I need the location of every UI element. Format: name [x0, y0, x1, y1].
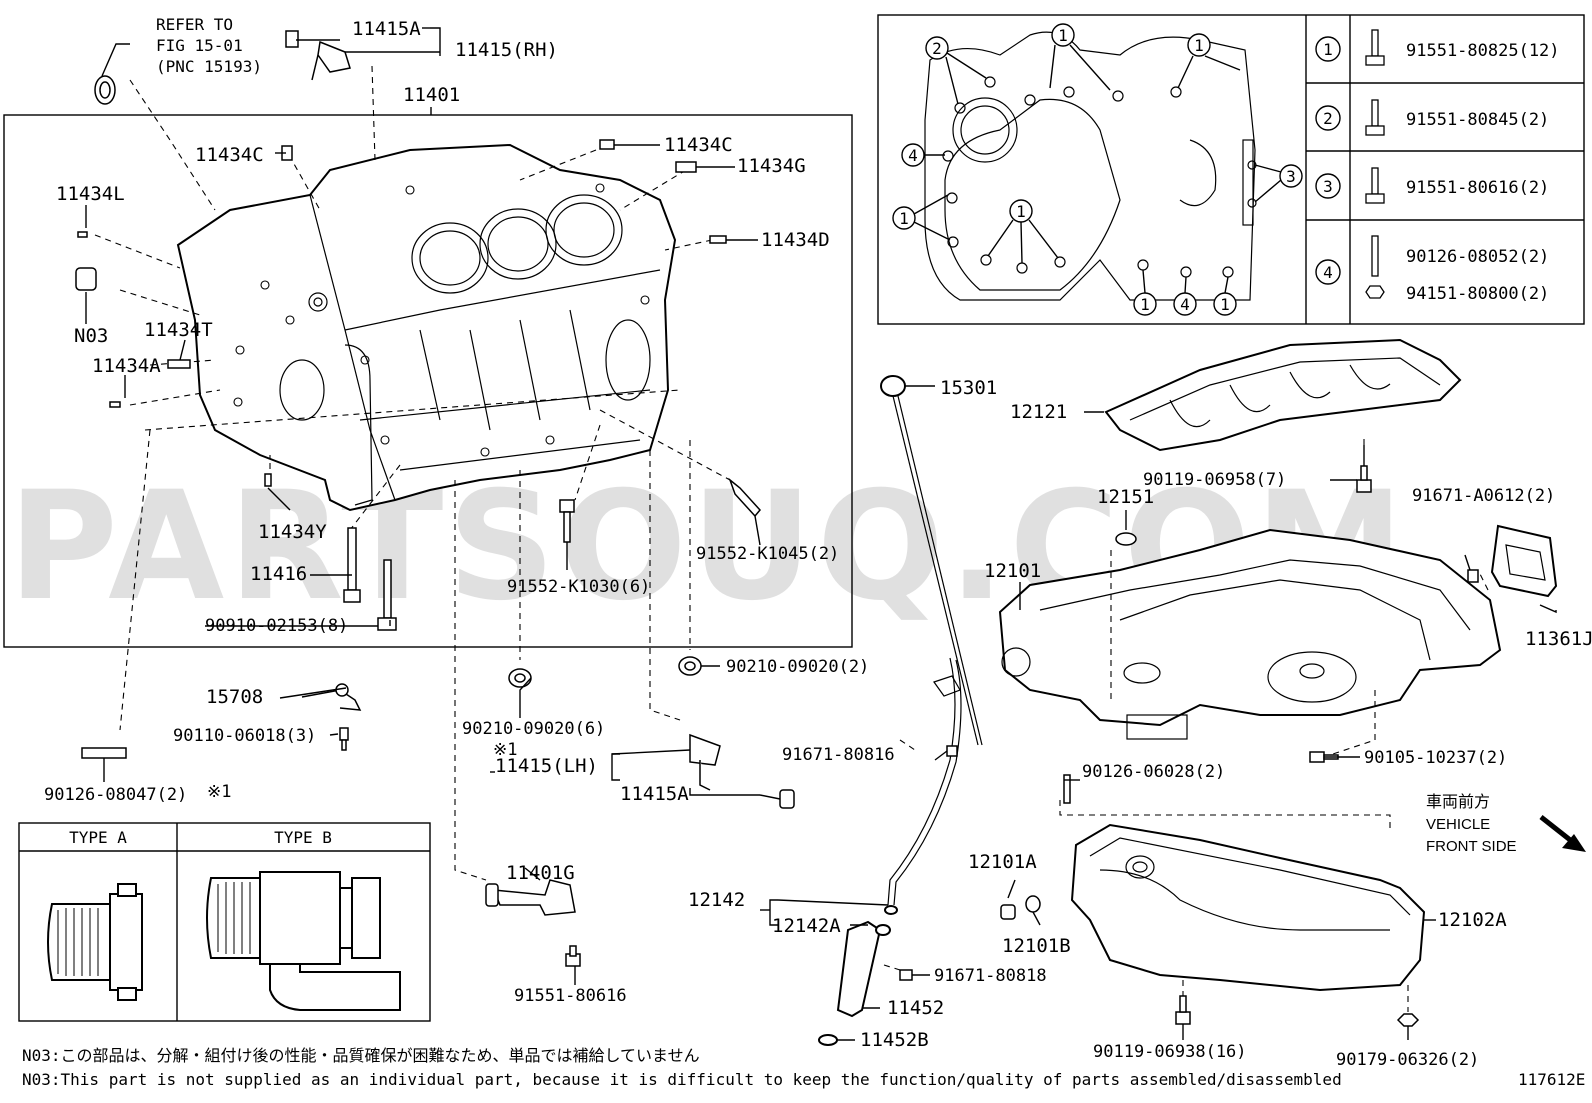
oil-baffle-12121: [1104, 338, 1462, 452]
svg-text:1: 1: [1220, 295, 1230, 314]
svg-text:1: 1: [1140, 295, 1150, 314]
bolt-layout-inset: 1 1 2 4 3 1 1 1 4 1 1 2: [877, 14, 1585, 325]
label-11434C-right: 11434C: [664, 134, 733, 156]
label-12121: 12121: [1010, 401, 1067, 423]
label-11416: 11416: [250, 563, 307, 585]
label-12142A: 12142A: [772, 915, 841, 937]
refer-to-line3: (PNC 15193): [156, 57, 262, 76]
label-91671-A0612: 91671-A0612(2): [1412, 486, 1555, 506]
label-11415-lh: 11415(LH): [495, 755, 598, 777]
svg-text:車両前方: 車両前方: [1426, 792, 1490, 811]
legend-part-4b: 94151-80800(2): [1406, 284, 1549, 304]
label-91552-K1045: 91552-K1045(2): [696, 544, 839, 564]
plate-11361J: [1490, 524, 1558, 598]
note-mark-2: ※1: [207, 782, 231, 802]
label-11361J: 11361J: [1525, 628, 1592, 650]
svg-text:4: 4: [1180, 295, 1190, 314]
note-en: N03:This part is not supplied as an indi…: [22, 1070, 1342, 1089]
label-11452: 11452: [887, 997, 944, 1019]
svg-text:4: 4: [908, 146, 918, 165]
label-11415A-top: 11415A: [352, 18, 421, 40]
svg-text:VEHICLE: VEHICLE: [1426, 816, 1490, 833]
label-12101: 12101: [984, 560, 1041, 582]
label-11434T: 11434T: [144, 319, 213, 341]
legend-part-3: 91551-80616(2): [1406, 178, 1549, 198]
label-90119-06938: 90119-06938(16): [1093, 1042, 1247, 1062]
label-91671-80816: 91671-80816: [782, 745, 895, 765]
label-12101A: 12101A: [968, 851, 1037, 873]
label-12102A: 12102A: [1438, 909, 1507, 931]
label-11415-rh: 11415(RH): [455, 39, 558, 61]
label-11434C-left: 11434C: [195, 144, 264, 166]
label-90126-08047: 90126-08047(2): [44, 785, 187, 805]
label-90105: 90105-10237(2): [1364, 748, 1507, 768]
legend-num-1: 1: [1323, 40, 1333, 59]
guide-11452: [836, 920, 882, 1018]
legend-num-4: 4: [1323, 263, 1333, 282]
label-90110: 90110-06018(3): [173, 726, 316, 746]
label-90210-left: 90210-09020(6): [462, 719, 605, 739]
legend-part-1: 91551-80825(12): [1406, 41, 1560, 61]
label-N03: N03: [74, 325, 108, 347]
note-mark-1: ※1: [493, 740, 517, 760]
refer-to-line2: FIG 15-01: [156, 36, 243, 55]
label-12142: 12142: [688, 889, 745, 911]
label-12101B: 12101B: [1002, 935, 1071, 957]
legend-part-2: 91551-80845(2): [1406, 110, 1549, 130]
label-11434Y: 11434Y: [258, 521, 327, 543]
label-11401: 11401: [403, 84, 460, 106]
note-jp: N03:この部品は、分解・組付け後の性能・品質確保が困難なため、単品では補給して…: [22, 1046, 700, 1065]
label-91671-80818: 91671-80818: [934, 966, 1047, 986]
svg-text:1: 1: [899, 209, 909, 228]
label-91552-K1030: 91552-K1030(6): [507, 577, 650, 597]
legend-num-3: 3: [1323, 177, 1333, 196]
oil-pan-lower-12102A: [1070, 823, 1426, 992]
label-90179: 90179-06326(2): [1336, 1050, 1479, 1070]
label-15708: 15708: [206, 686, 263, 708]
label-11434A: 11434A: [92, 355, 161, 377]
svg-text:3: 3: [1286, 167, 1296, 186]
front-arrow-icon: [1539, 815, 1586, 852]
dipstick-15301: [880, 375, 983, 915]
svg-text:1: 1: [1058, 26, 1068, 45]
diagram-id: 117612E: [1518, 1070, 1585, 1089]
label-91551-80616: 91551-80616: [514, 986, 627, 1006]
label-90126-06028: 90126-06028(2): [1082, 762, 1225, 782]
label-15301: 15301: [940, 377, 997, 399]
refer-to-line1: REFER TO: [156, 15, 233, 34]
label-11434G: 11434G: [737, 155, 806, 177]
svg-text:2: 2: [932, 39, 942, 58]
label-90119-06958: 90119-06958(7): [1143, 470, 1286, 490]
legend-part-4a: 90126-08052(2): [1406, 247, 1549, 267]
label-11452B: 11452B: [860, 1029, 929, 1051]
label-11415A-bottom: 11415A: [620, 783, 689, 805]
svg-text:1: 1: [1194, 36, 1204, 55]
svg-text:FRONT SIDE: FRONT SIDE: [1426, 838, 1517, 855]
label-11434D: 11434D: [761, 229, 830, 251]
vehicle-front-indicator: 車両前方 VEHICLE FRONT SIDE: [1426, 792, 1586, 855]
cylinder-block-group-box: [3, 114, 853, 648]
label-11434L: 11434L: [56, 183, 125, 205]
cylinder-block-illustration: [176, 143, 677, 512]
label-11401G: 11401G: [506, 862, 575, 884]
type-b-header: TYPE B: [274, 828, 332, 847]
legend-num-2: 2: [1323, 109, 1333, 128]
svg-text:1: 1: [1016, 202, 1026, 221]
label-90210-right: 90210-09020(2): [726, 657, 869, 677]
type-table: TYPE A TYPE B: [18, 822, 431, 1022]
label-12151: 12151: [1097, 486, 1154, 508]
oil-pan-upper-12101: [998, 528, 1502, 740]
type-a-header: TYPE A: [69, 828, 127, 847]
